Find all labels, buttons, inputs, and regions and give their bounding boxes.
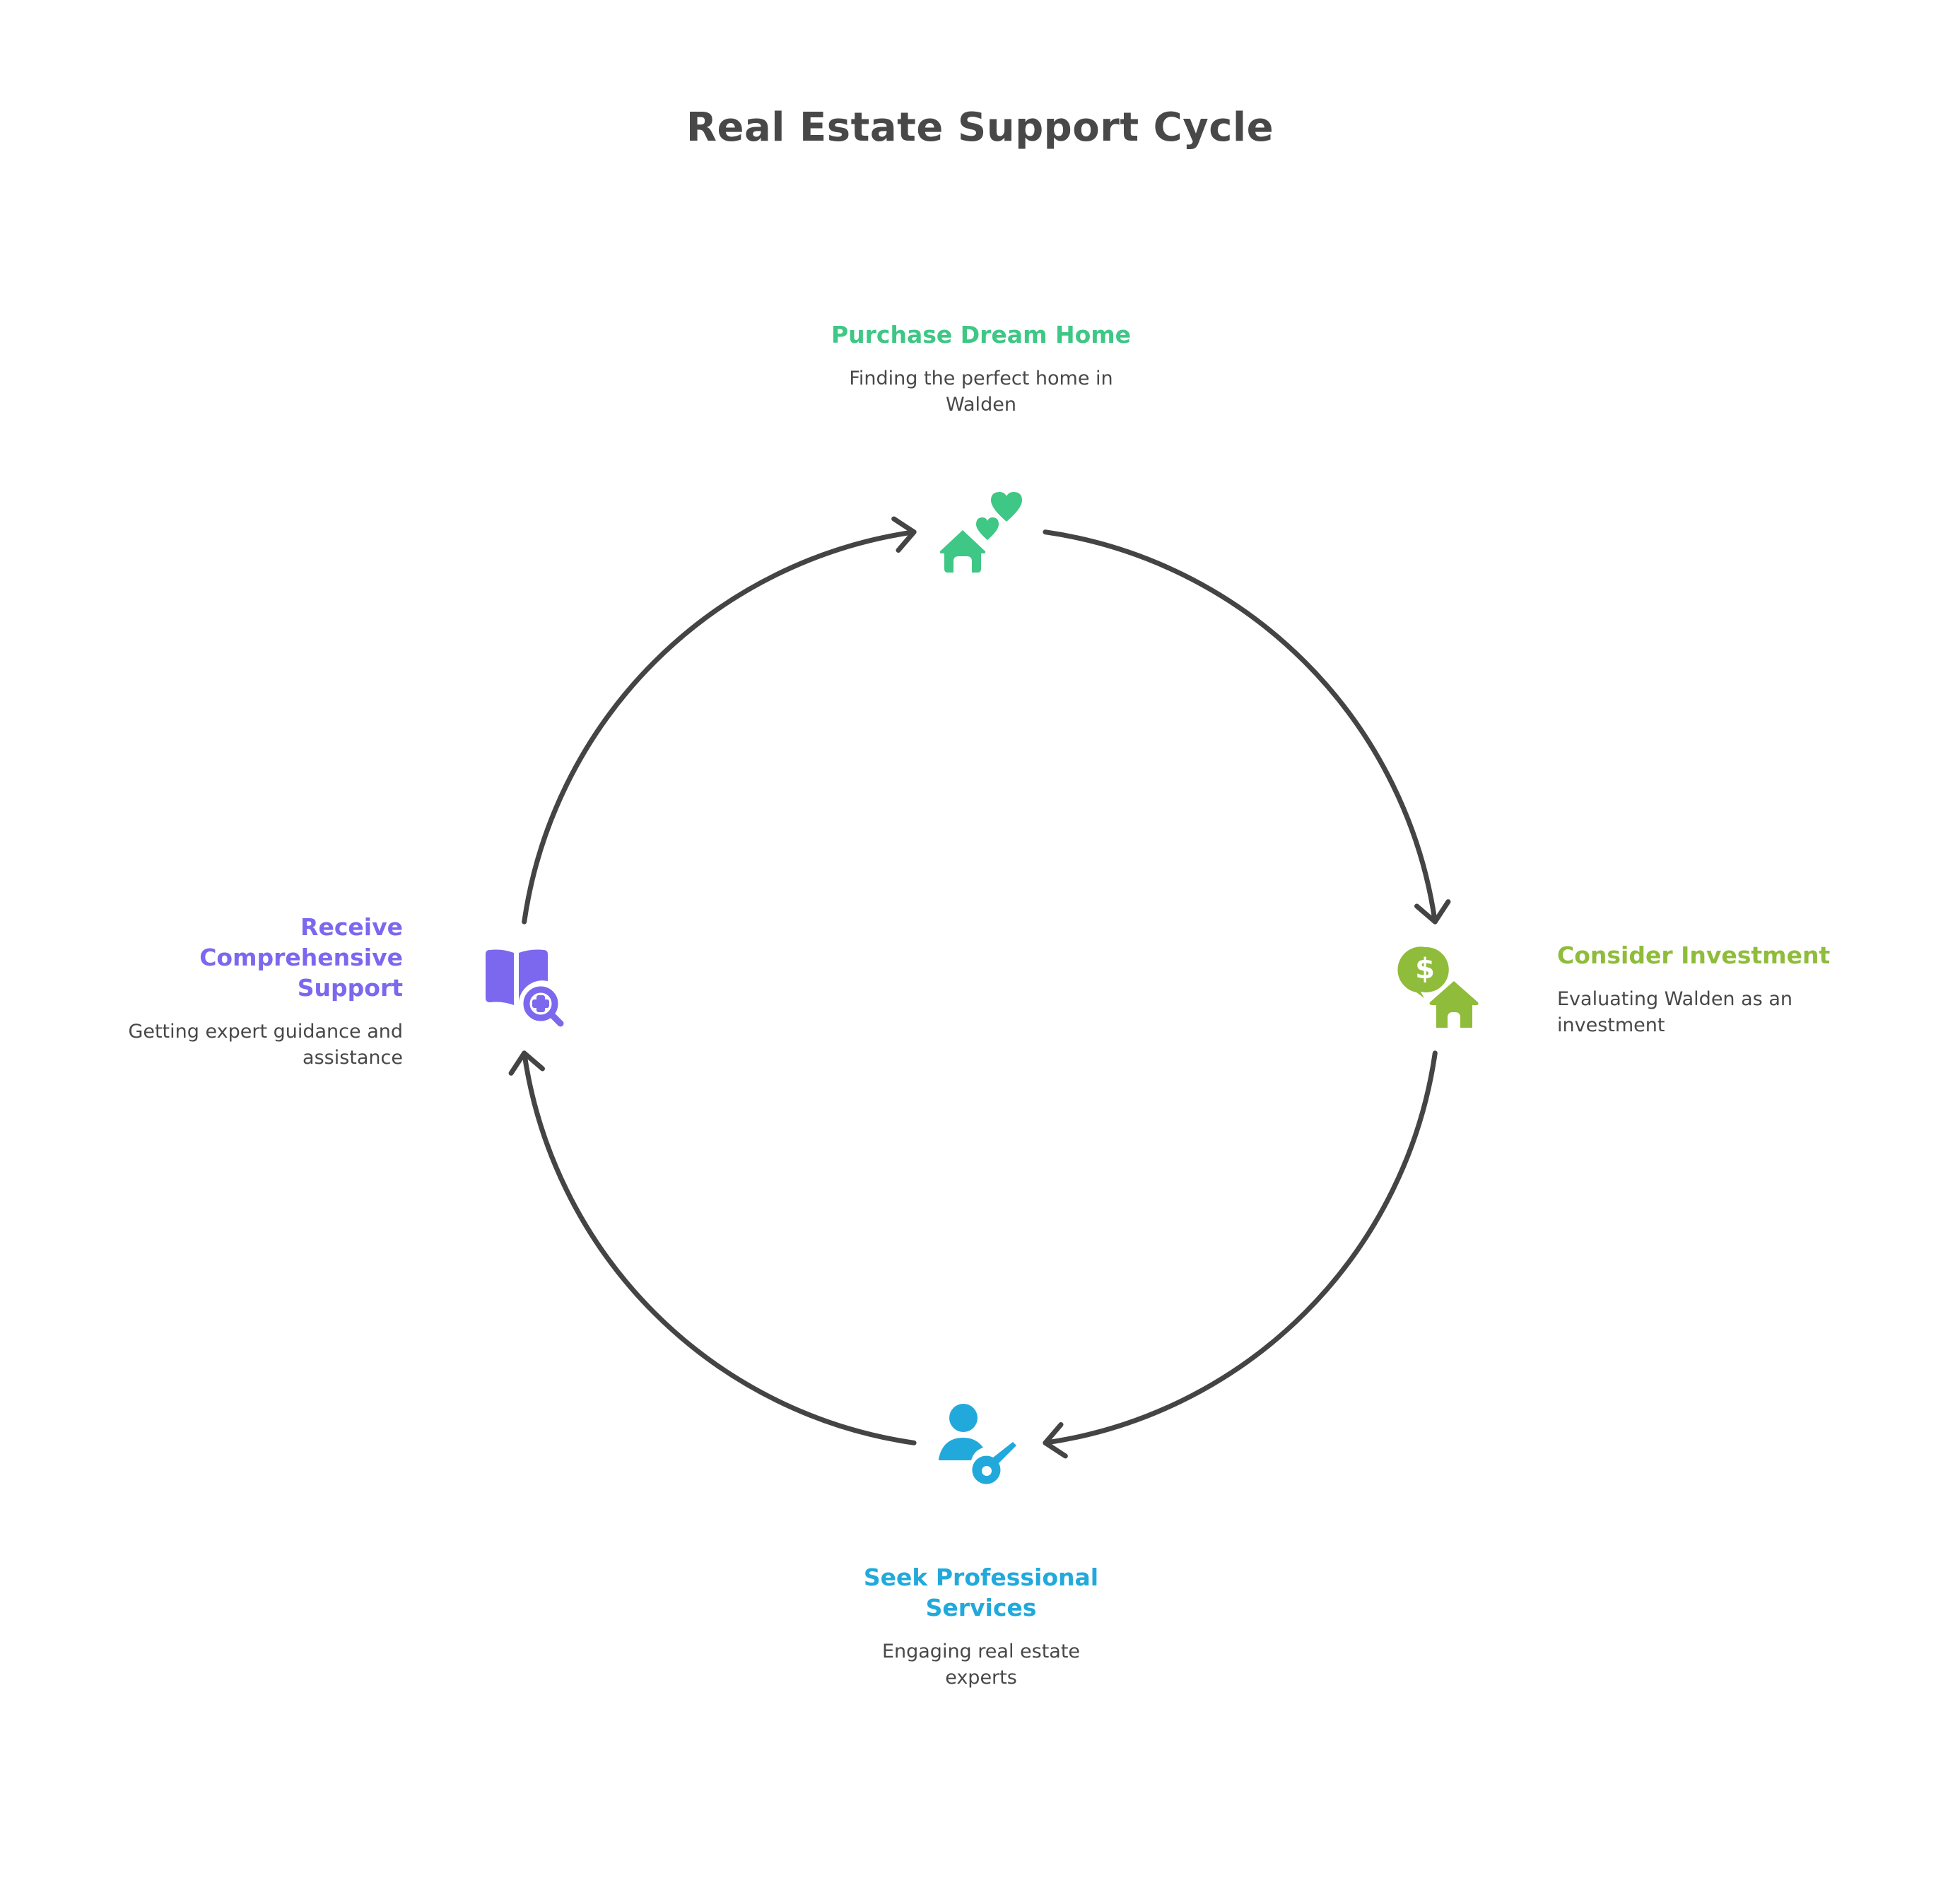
heading-line: Support — [297, 974, 403, 1002]
node-professional: Seek Professional Services Engaging real… — [769, 1562, 1193, 1691]
heading-line: Comprehensive — [199, 944, 403, 971]
heading-line: Consider Investment — [1557, 942, 1831, 969]
node-purchase: Purchase Dream Home Finding the perfect … — [769, 319, 1193, 418]
arrow-professional-to-support — [522, 1050, 917, 1445]
description-line: assistance — [303, 1047, 403, 1069]
node-heading-purchase: Purchase Dream Home — [769, 319, 1193, 350]
node-description-purchase: Finding the perfect home in Walden — [769, 365, 1193, 418]
house-hearts-icon — [939, 492, 1022, 573]
person-key-icon — [938, 1404, 1016, 1484]
node-description-professional: Engaging real estate experts — [769, 1638, 1193, 1691]
arrowhead-icon — [1414, 899, 1451, 925]
heading-line: Services — [925, 1594, 1037, 1621]
arrowhead-icon — [891, 516, 917, 553]
arrow-support-to-purchase — [522, 529, 917, 925]
dollar-house-icon: $ — [1397, 946, 1479, 1028]
book-search-plus-icon — [486, 949, 564, 1027]
arrow-investment-to-professional — [1043, 1050, 1438, 1445]
description-line: investment — [1557, 1014, 1665, 1036]
node-heading-support: Receive Comprehensive Support — [49, 912, 403, 1003]
diagram-title: Real Estate Support Cycle — [686, 105, 1274, 151]
node-investment: Consider Investment Evaluating Walden as… — [1557, 940, 1911, 1038]
description-line: Finding the perfect home in — [849, 368, 1113, 389]
heading-line: Seek Professional — [863, 1564, 1099, 1591]
node-description-investment: Evaluating Walden as an investment — [1557, 986, 1911, 1038]
arrowhead-icon — [508, 1050, 545, 1076]
arrow-purchase-to-investment — [1043, 529, 1438, 925]
heading-line: Receive — [300, 913, 403, 941]
description-line: experts — [945, 1667, 1017, 1689]
arrowhead-icon — [1043, 1422, 1068, 1459]
node-heading-investment: Consider Investment — [1557, 940, 1911, 970]
description-line: Engaging real estate — [881, 1641, 1081, 1662]
heading-line: Purchase Dream Home — [831, 321, 1132, 348]
dollar-sign: $ — [1415, 953, 1435, 985]
node-heading-professional: Seek Professional Services — [769, 1562, 1193, 1623]
description-line: Walden — [946, 394, 1016, 416]
description-line: Getting expert guidance and — [128, 1021, 403, 1043]
node-support: Receive Comprehensive Support Getting ex… — [49, 912, 403, 1071]
description-line: Evaluating Walden as an — [1557, 988, 1792, 1010]
node-description-support: Getting expert guidance and assistance — [49, 1019, 403, 1071]
